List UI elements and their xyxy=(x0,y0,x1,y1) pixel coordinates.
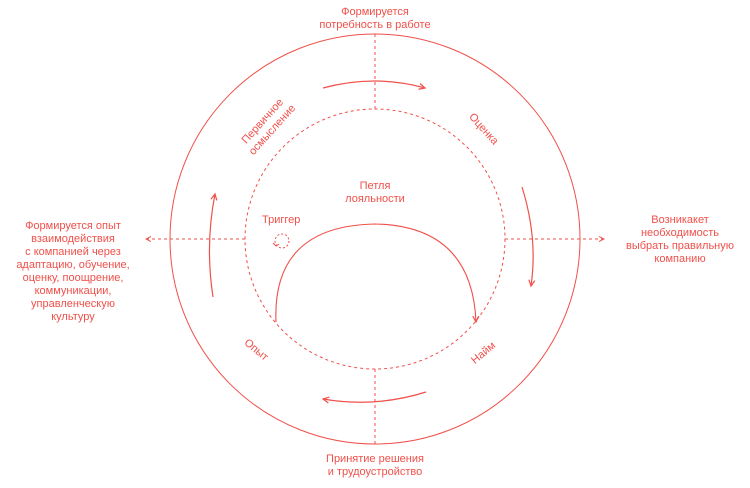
loyalty-loop-arc xyxy=(275,223,476,322)
trigger-loop-icon xyxy=(272,233,290,249)
flow-arrow-left xyxy=(208,194,215,298)
flow-arrow-top xyxy=(322,80,425,88)
label-trigger: Триггер xyxy=(262,214,301,226)
inner-dashed-ring xyxy=(244,108,506,370)
flow-arrow-right xyxy=(521,186,533,286)
flow-arrow-bottom xyxy=(323,391,427,402)
